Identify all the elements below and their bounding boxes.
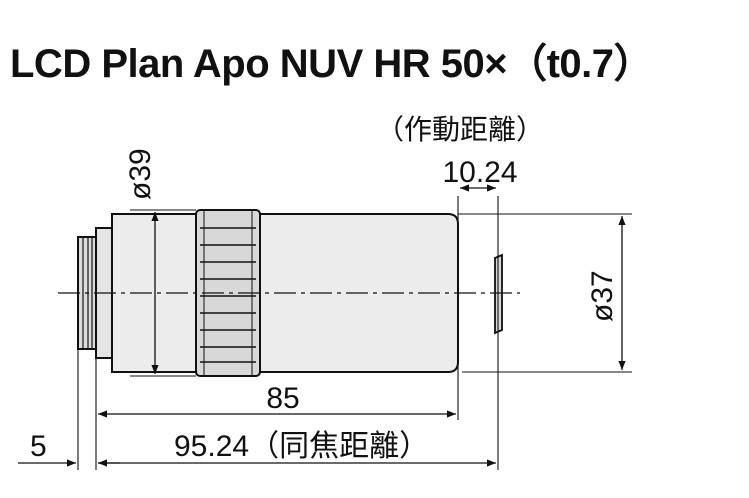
working-distance-note: （作動距離） (376, 114, 544, 145)
extension-lines (77, 196, 632, 470)
dimension-lines (18, 184, 626, 467)
body-length-label: 85 (266, 382, 299, 415)
parfocal-distance-label: 95.24（同焦距離） (174, 430, 429, 463)
working-distance-value: 10.24 (442, 156, 517, 189)
knurl-pattern (200, 210, 256, 376)
page-title: LCD Plan Apo NUV HR 50×（t0.7） (10, 42, 654, 86)
diameter-39-label: ø39 (124, 148, 157, 200)
diameter-37-label: ø37 (586, 270, 619, 322)
mount-offset-label: 5 (30, 430, 47, 463)
